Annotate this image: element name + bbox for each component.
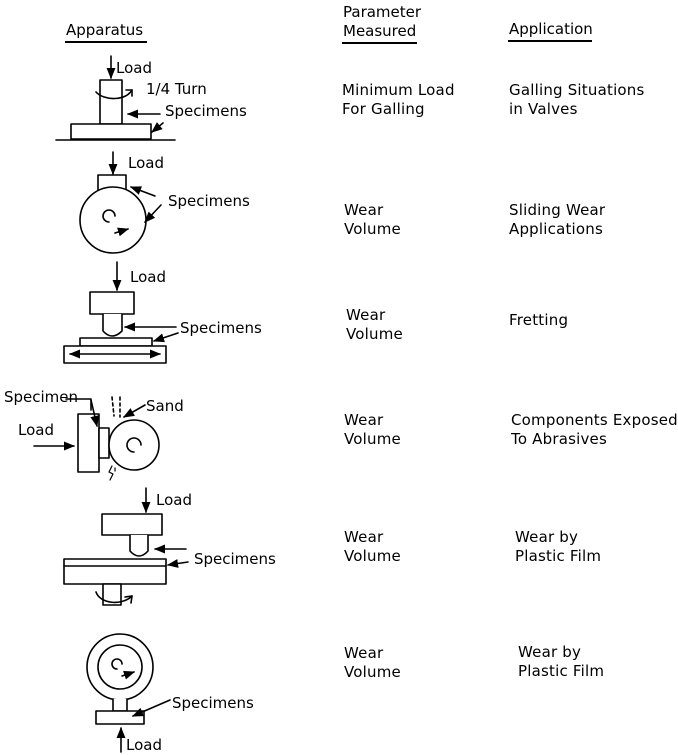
row1-specimens-label: Specimens xyxy=(165,102,247,120)
row6-outer-ring xyxy=(87,634,153,700)
row6-rotation-mark xyxy=(112,659,122,669)
row5-pin-on-disc-apparatus xyxy=(64,488,188,605)
row5-holder xyxy=(102,514,162,535)
row6-param-line1: Wear xyxy=(344,644,384,662)
row1-galling-apparatus xyxy=(56,56,175,140)
row4-specimen xyxy=(99,428,109,458)
row2-ring-specimen xyxy=(80,187,146,253)
row6-specimens-arrow xyxy=(131,700,170,716)
row1-app-line1: Galling Situations xyxy=(509,81,645,99)
row5-app-line1: Wear by xyxy=(515,528,579,546)
row6-app-line1: Wear by xyxy=(518,643,582,661)
row6-inner-ring xyxy=(98,645,142,689)
row5-param-line2: Volume xyxy=(344,547,401,565)
header-application-underline xyxy=(508,40,592,42)
row2-specimens-arrow-upper xyxy=(129,187,155,196)
row2-rotation-mark xyxy=(103,210,115,222)
row5-rotation-arrow xyxy=(96,592,132,602)
row3-param-line2: Volume xyxy=(346,325,403,343)
row1-param-line1: Minimum Load xyxy=(342,81,455,99)
row5-param-line1: Wear xyxy=(344,528,384,546)
row6-ring-apparatus xyxy=(87,634,170,752)
row5-pin-specimen xyxy=(130,535,148,556)
row2-specimens-arrow-lower xyxy=(145,205,161,223)
row1-turn-arrow xyxy=(96,90,132,99)
row4-specimen-label: Specimen xyxy=(4,388,79,406)
row6-contact-specimen xyxy=(113,699,127,711)
row6-param-line2: Volume xyxy=(344,663,401,681)
row4-param-line2: Volume xyxy=(344,430,401,448)
row2-app-line1: Sliding Wear xyxy=(509,201,606,219)
row1-upper-specimen xyxy=(100,80,122,124)
row1-turn-label: 1/4 Turn xyxy=(146,80,207,98)
row5-disc-specimen xyxy=(64,559,166,584)
row5-specimens-label: Specimens xyxy=(194,550,276,568)
row3-holder xyxy=(90,292,134,314)
row2-app-line2: Applications xyxy=(509,220,604,238)
row6-load-label: Load xyxy=(126,736,162,754)
header-parameter-line2: Measured xyxy=(343,22,417,40)
row1-specimens-arrow-lower xyxy=(151,122,163,132)
row3-load-label: Load xyxy=(130,268,166,286)
row4-app-line1: Components Exposed xyxy=(511,411,678,429)
header-apparatus-underline xyxy=(65,41,147,43)
header-parameter-line1: Parameter xyxy=(343,3,422,21)
row2-param-line1: Wear xyxy=(344,201,384,219)
header-application: Application xyxy=(509,20,593,38)
row5-app-line2: Plastic Film xyxy=(515,547,602,565)
row2-load-label: Load xyxy=(128,154,164,172)
row2-block-on-ring-apparatus xyxy=(80,152,161,253)
header-apparatus: Apparatus xyxy=(66,21,144,39)
row1-load-label: Load xyxy=(116,59,152,77)
row4-rubber-wheel xyxy=(109,420,159,470)
row3-app-line1: Fretting xyxy=(509,311,569,329)
row6-block-specimen xyxy=(96,711,144,724)
row4-sand-stream-left xyxy=(112,397,114,416)
row3-param-line1: Wear xyxy=(346,306,386,324)
row4-sand-label: Sand xyxy=(146,397,184,415)
row3-fretting-apparatus xyxy=(64,262,178,363)
row4-sand-falling xyxy=(109,466,115,480)
header-parameter-underline xyxy=(342,42,417,44)
row1-lower-specimen xyxy=(71,124,151,139)
row3-pin-specimen xyxy=(103,314,122,336)
row2-specimens-label: Specimens xyxy=(168,192,250,210)
row4-load-label: Load xyxy=(18,421,54,439)
row3-specimens-label: Specimens xyxy=(180,319,262,337)
row4-sand-arrow xyxy=(123,405,145,417)
row6-app-line2: Plastic Film xyxy=(518,662,605,680)
row5-specimens-arrow-lower xyxy=(166,559,188,568)
row5-load-label: Load xyxy=(156,491,192,509)
row3-specimens-arrow-lower xyxy=(152,333,178,343)
row4-param-line1: Wear xyxy=(344,411,384,429)
row5-spindle xyxy=(103,584,121,605)
row1-app-line2: in Valves xyxy=(509,100,578,118)
row4-app-line2: To Abrasives xyxy=(511,430,608,448)
row1-param-line2: For Galling xyxy=(342,100,425,118)
row4-rotation-mark xyxy=(127,438,141,452)
row6-specimens-label: Specimens xyxy=(172,694,254,712)
row4-abrasion-apparatus xyxy=(34,397,159,480)
row3-flat-specimen xyxy=(80,338,152,346)
row2-param-line2: Volume xyxy=(344,220,401,238)
